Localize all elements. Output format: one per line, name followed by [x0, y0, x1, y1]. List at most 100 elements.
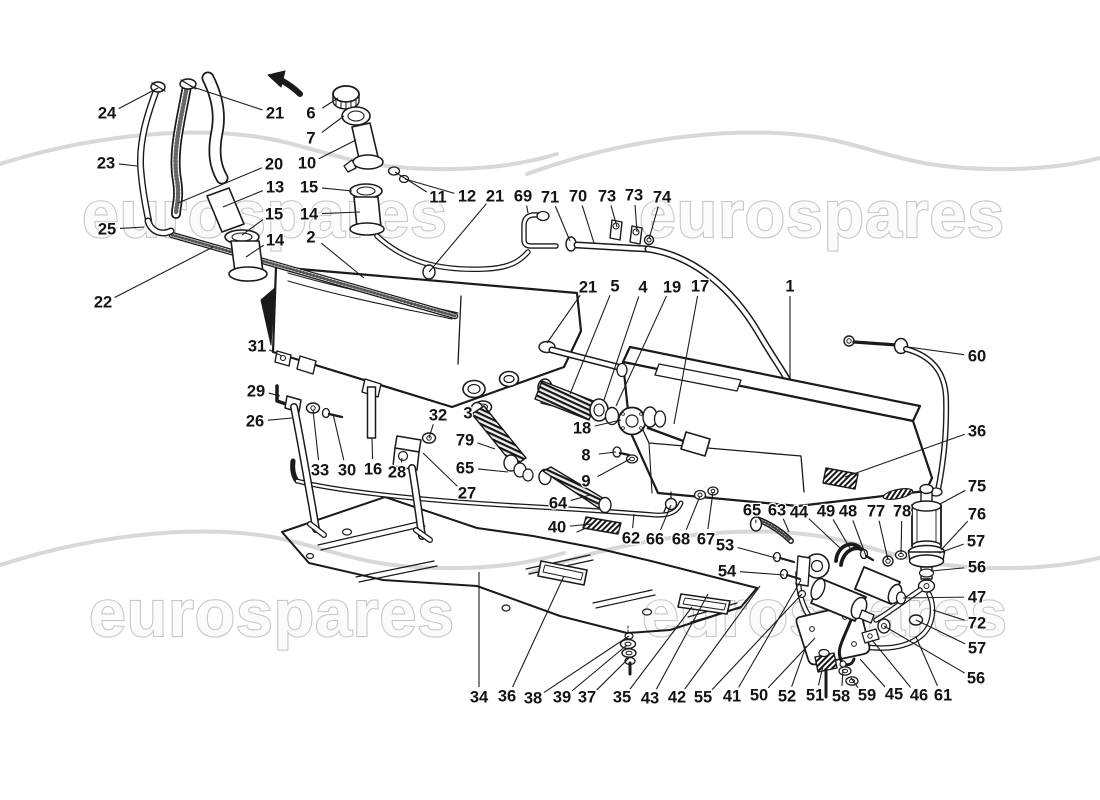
callout-9: 9	[580, 458, 631, 492]
tank-straps	[284, 395, 433, 543]
pad-40	[582, 516, 622, 535]
callout-21: 21	[189, 85, 285, 124]
leader-line	[844, 433, 965, 478]
left-fuel-tank	[260, 265, 583, 409]
leader-line	[477, 442, 496, 450]
callout-44: 44	[789, 502, 841, 549]
leader-line	[660, 504, 672, 531]
leader-line	[610, 205, 618, 228]
callout-78: 78	[892, 501, 912, 555]
part-number-58: 58	[832, 688, 850, 706]
callout-58: 58	[831, 668, 851, 707]
callout-25: 25	[97, 219, 145, 240]
part-number-1: 1	[785, 278, 794, 296]
part-number-53: 53	[716, 537, 734, 555]
part-number-18: 18	[573, 420, 591, 438]
part-number-24: 24	[98, 105, 117, 123]
callout-15: 15	[241, 204, 284, 236]
part-number-61: 61	[934, 687, 952, 705]
nut-12	[398, 174, 410, 184]
callout-4: 4	[603, 277, 650, 401]
right-fuel-tank	[621, 345, 934, 508]
callout-20: 20	[177, 154, 284, 204]
callout-5: 5	[569, 276, 621, 395]
part-number-73: 73	[625, 187, 643, 205]
clip-66	[664, 497, 678, 511]
part-number-56: 56	[968, 559, 986, 577]
leader-line	[707, 491, 714, 530]
leader-line	[422, 452, 458, 487]
leader-line	[321, 115, 345, 133]
right-filler-neck	[332, 85, 410, 236]
part-number-52: 52	[778, 688, 796, 706]
leader-line	[189, 85, 263, 111]
part-number-50: 50	[750, 687, 768, 705]
callout-7: 7	[305, 115, 345, 149]
callout-32: 32	[428, 405, 448, 439]
part-number-47: 47	[968, 589, 986, 607]
callout-10: 10	[297, 139, 357, 174]
callout-27: 27	[422, 452, 477, 504]
leader-line	[371, 437, 374, 460]
leader-line	[571, 644, 628, 692]
callout-51: 51	[805, 665, 825, 706]
callout-56: 56	[930, 557, 987, 578]
watermark-text: eurospares	[639, 177, 1005, 251]
part-number-4: 4	[638, 279, 648, 297]
sender-and-hoses	[534, 340, 711, 457]
leader-line	[428, 203, 487, 273]
leader-line	[569, 295, 611, 395]
washer-58	[838, 666, 852, 676]
callout-17: 17	[673, 276, 710, 425]
grommet-15	[349, 183, 383, 199]
callout-8: 8	[580, 445, 617, 466]
part-number-36: 36	[968, 423, 986, 441]
part-number-11: 11	[429, 189, 446, 207]
callout-57: 57	[938, 531, 986, 554]
part-number-14: 14	[300, 206, 319, 224]
part-number-51: 51	[806, 687, 824, 705]
leader-line	[526, 205, 529, 214]
leader-line	[119, 226, 145, 230]
callout-36: 36	[844, 421, 987, 478]
part-number-40: 40	[548, 519, 566, 537]
watermark-text: eurospares	[89, 576, 455, 650]
callout-73: 73	[624, 185, 644, 233]
callout-52: 52	[777, 645, 807, 707]
part-number-16: 16	[364, 461, 382, 479]
part-number-14: 14	[266, 232, 285, 250]
leader-line	[655, 593, 709, 690]
leader-line	[711, 593, 803, 691]
leader-line	[428, 424, 434, 439]
part-number-39: 39	[553, 689, 571, 707]
part-number-46: 46	[910, 687, 928, 705]
callout-76: 76	[940, 504, 987, 551]
leader-line	[177, 167, 263, 204]
callout-75: 75	[939, 476, 987, 505]
watermark-swoosh-icon	[525, 130, 1100, 176]
part-number-57: 57	[967, 533, 985, 551]
leader-line	[938, 543, 964, 554]
callout-33: 33	[310, 409, 330, 481]
leader-line	[684, 585, 761, 690]
sender-18	[617, 406, 647, 436]
part-number-48: 48	[839, 503, 857, 521]
callout-73: 73	[597, 186, 618, 228]
callout-15: 15	[299, 177, 353, 198]
nut-77	[882, 555, 894, 567]
washer-9	[625, 454, 639, 464]
part-number-76: 76	[968, 506, 986, 524]
leader-line	[400, 457, 403, 463]
watermark-swoosh-icon	[528, 529, 1100, 575]
part-number-70: 70	[569, 188, 587, 206]
gasket-oval	[882, 488, 914, 500]
hose-45	[837, 618, 856, 667]
mid-fasteners	[275, 384, 639, 464]
callout-26: 26	[245, 411, 293, 432]
leader-line	[871, 639, 911, 688]
nut-74	[643, 234, 655, 246]
callout-28: 28	[387, 457, 407, 483]
part-number-54: 54	[718, 563, 737, 581]
leader-line	[878, 520, 889, 561]
callout-18: 18	[572, 418, 622, 439]
